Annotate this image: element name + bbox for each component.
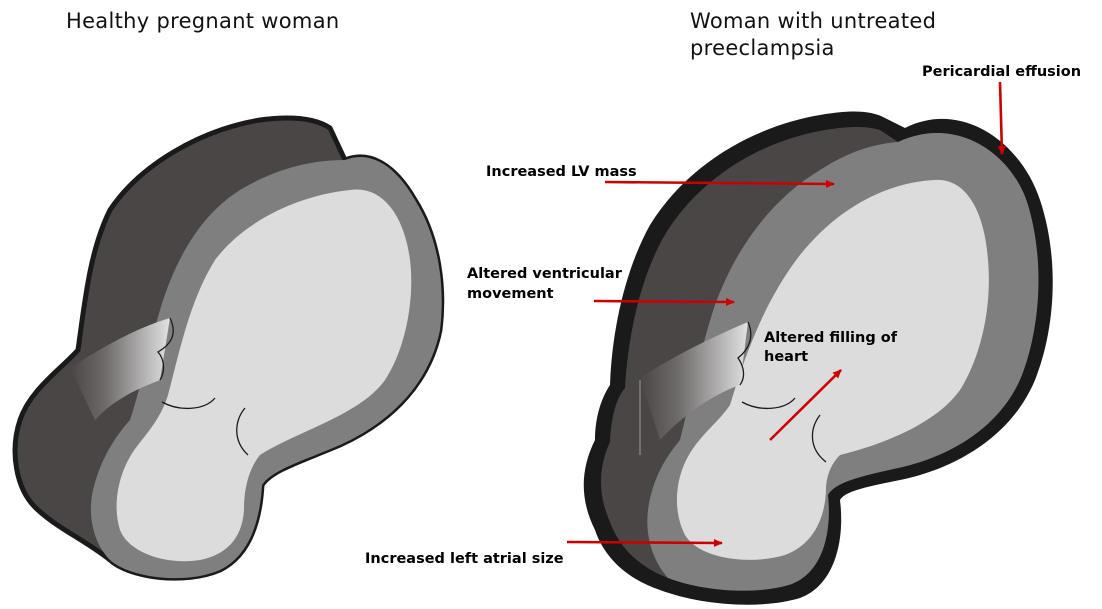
title-healthy: Healthy pregnant woman	[66, 9, 339, 34]
label-altered-filling-line1: Altered filling of	[764, 329, 897, 348]
label-altered-ventricular-line2: movement	[467, 285, 554, 304]
title-preeclampsia-line2: preeclampsia	[690, 36, 835, 61]
label-pericardial-effusion: Pericardial effusion	[922, 63, 1081, 82]
label-altered-filling-line2: heart	[764, 348, 808, 367]
title-preeclampsia-line1: Woman with untreated	[690, 9, 936, 34]
preeclampsia-heart	[584, 112, 1053, 605]
arrow-increased-left-atrial-size	[567, 542, 722, 543]
label-increased-left-atrial-size: Increased left atrial size	[365, 550, 564, 569]
label-altered-ventricular-line1: Altered ventricular	[467, 265, 622, 284]
arrow-altered-ventricular-movement	[594, 301, 734, 302]
healthy-heart	[15, 118, 442, 578]
label-increased-lv-mass: Increased LV mass	[486, 163, 637, 182]
